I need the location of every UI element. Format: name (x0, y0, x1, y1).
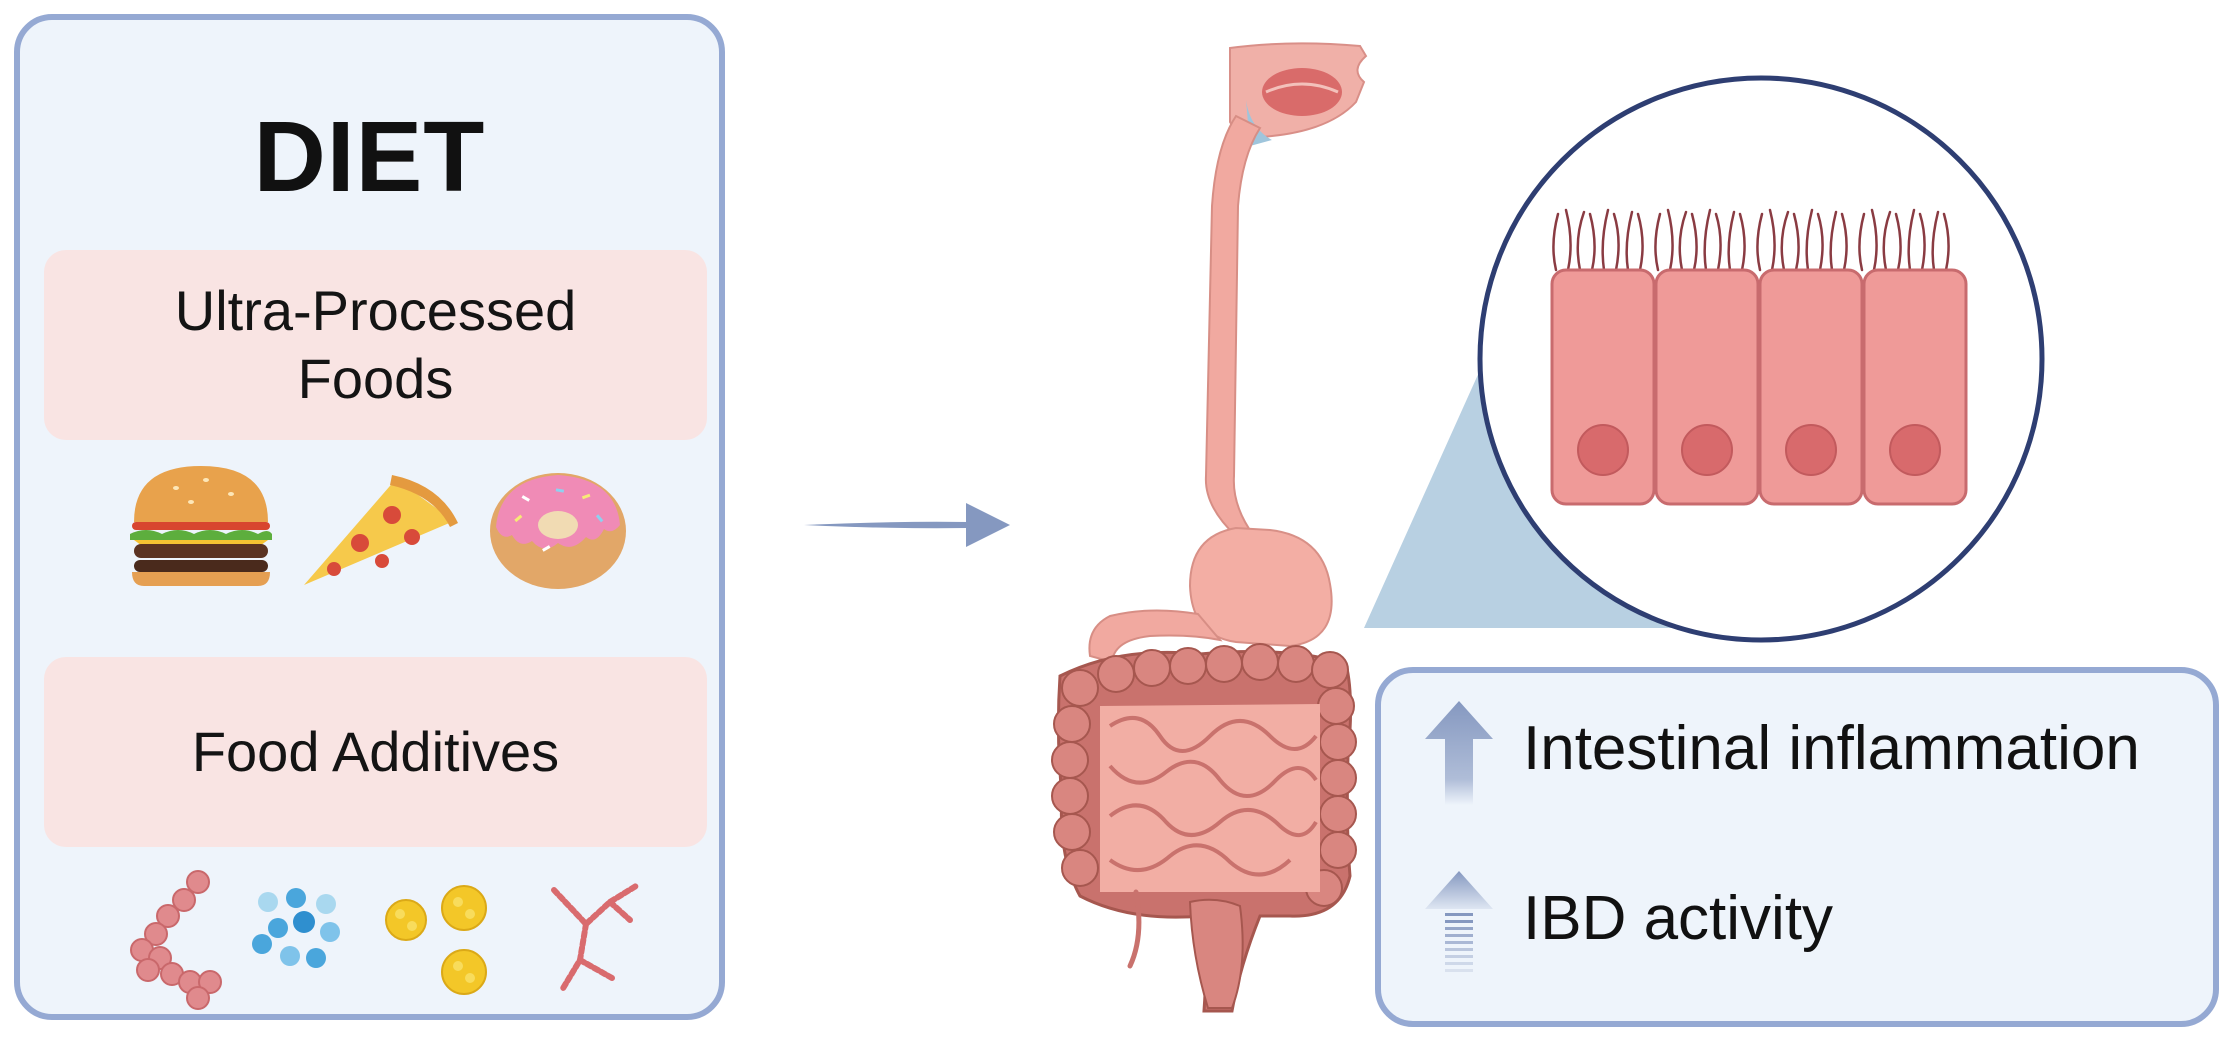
donut-icon (490, 473, 626, 589)
diet-panel: DIET Ultra-Processed Foods (14, 14, 725, 1020)
branched-polymer-icon (551, 883, 639, 993)
bead-chain-icon (130, 870, 222, 1010)
ibd-activity-label: IBD activity (1523, 884, 1834, 953)
food-additives-label: Food Additives (191, 719, 560, 783)
up-arrow-icon (1425, 871, 1493, 972)
effects-panel: Intestinal inflammation IBD activity (1375, 667, 2219, 1027)
pizza-slice-icon (304, 475, 458, 585)
droplet-cluster-icon (252, 888, 340, 968)
epithelial-cells-icon (1477, 75, 2045, 643)
intestinal-inflammation-label: Intestinal inflammation (1523, 714, 2140, 783)
burger-icon (130, 466, 272, 586)
digestive-tract-icon (1051, 42, 1368, 1013)
ultra-processed-foods-box: Ultra-Processed Foods (44, 250, 707, 440)
ultra-processed-foods-label: Ultra-Processed Foods (174, 278, 577, 410)
diet-title: DIET (253, 101, 486, 213)
food-additives-box: Food Additives (44, 657, 707, 847)
yellow-particle-icon (385, 885, 487, 995)
up-arrow-icon (1425, 701, 1493, 805)
right-arrow-icon (804, 503, 1010, 547)
